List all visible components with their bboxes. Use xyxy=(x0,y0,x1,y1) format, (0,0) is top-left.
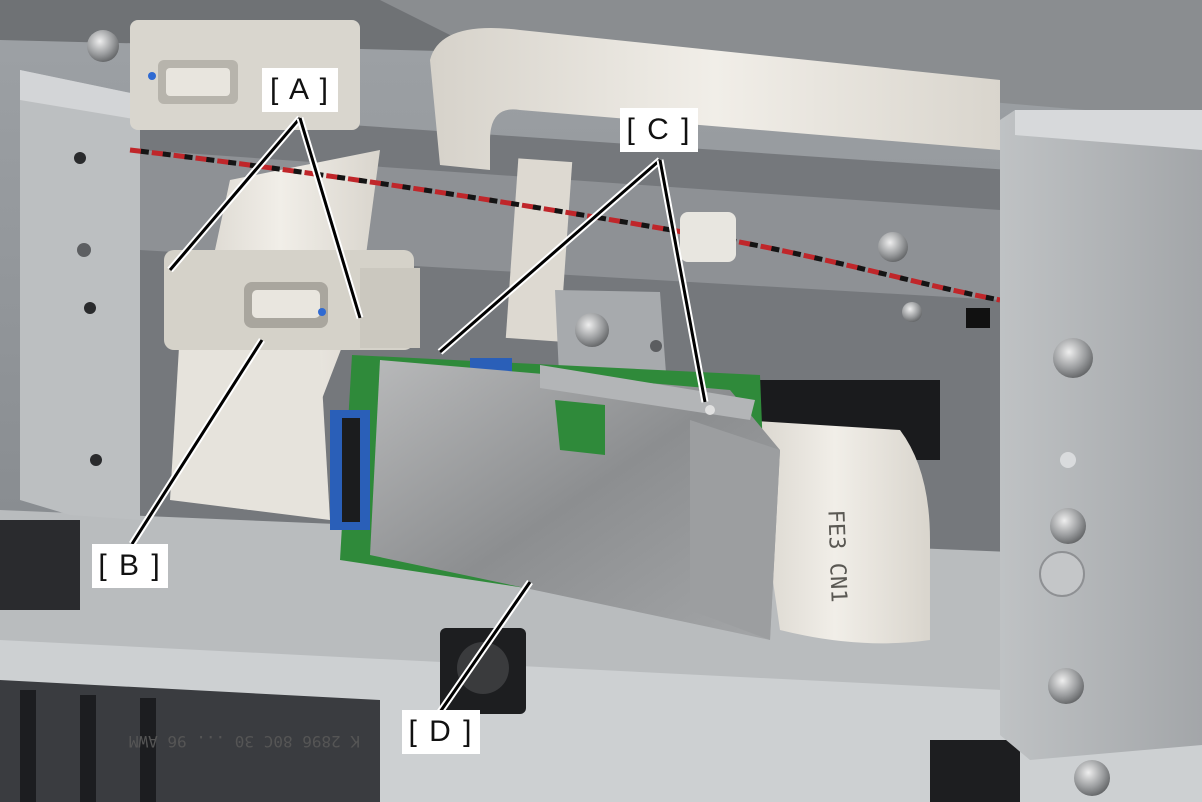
wire-clip xyxy=(680,212,736,262)
callout-a: [ A ] xyxy=(262,68,338,112)
screw xyxy=(1053,338,1093,378)
left-bracket xyxy=(20,70,140,520)
cable-label-fe3-cn1: FE3 CN1 xyxy=(822,509,850,603)
right-ribbon-cable xyxy=(740,420,930,644)
callout-c: [ C ] xyxy=(620,108,698,152)
chassis-marking: K 2896 80C 30 ... 96 AWM xyxy=(129,732,360,751)
top-ribbon-cable xyxy=(430,28,1000,170)
leader-c2 xyxy=(658,159,707,403)
callout-b: [ B ] xyxy=(92,544,168,588)
screw xyxy=(1074,760,1110,796)
leader-a1 xyxy=(168,117,302,271)
wire-black xyxy=(129,147,1001,303)
leader-d xyxy=(438,581,532,713)
screw xyxy=(1050,508,1086,544)
screw xyxy=(1048,668,1084,704)
leader-b xyxy=(130,339,264,545)
screw xyxy=(575,313,609,347)
screw xyxy=(87,30,119,62)
callout-d: [ D ] xyxy=(402,710,480,754)
right-bracket xyxy=(1000,110,1202,760)
leader-a2 xyxy=(298,117,362,319)
shield-plate xyxy=(370,360,780,640)
leader-c1 xyxy=(439,158,661,354)
